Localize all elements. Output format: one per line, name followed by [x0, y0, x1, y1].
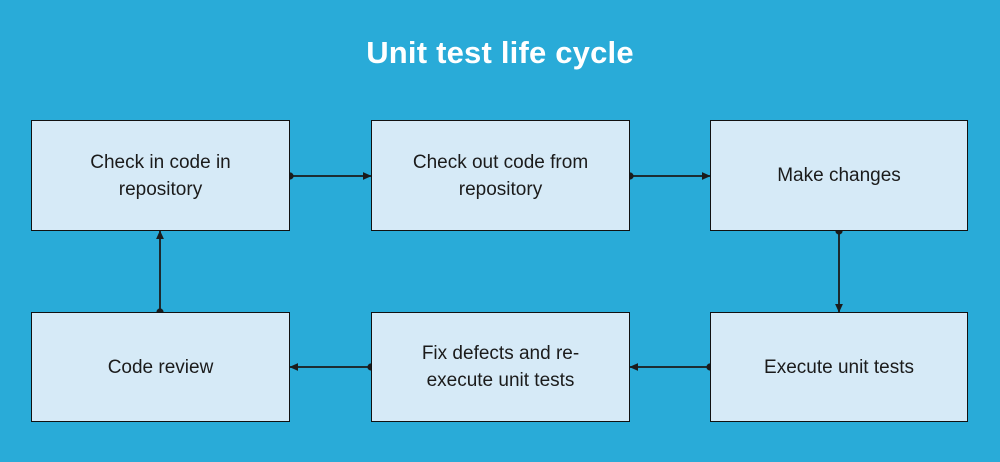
node-label: Fix defects and re- execute unit tests — [421, 343, 580, 391]
edge-executetests-to-fixdefects — [629, 363, 714, 371]
edge-checkin-to-checkout — [286, 172, 372, 180]
node-fix-defects-and-re-execute-unit-tests[interactable]: Fix defects and re- execute unit tests — [371, 312, 630, 422]
edge-makechanges-to-executetests — [835, 227, 843, 313]
node-label: Make changes — [777, 165, 901, 186]
node-label: Execute unit tests — [764, 356, 914, 378]
node-check-out-code-from-repository[interactable]: Check out code from repository — [371, 120, 630, 231]
node-code-review[interactable]: Code review — [31, 312, 290, 422]
edge-fixdefects-to-codereview — [289, 363, 375, 371]
node-make-changes[interactable]: Make changes — [710, 120, 968, 231]
edge-checkout-to-makechanges — [626, 172, 711, 180]
node-execute-unit-tests[interactable]: Execute unit tests — [710, 312, 968, 422]
node-label: Check out code from repository — [412, 151, 589, 200]
page-title: Unit test life cycle — [366, 35, 634, 70]
node-label: Code review — [107, 356, 214, 378]
edge-codereview-to-checkin — [156, 230, 164, 316]
node-label: Check in code in repository — [90, 151, 231, 200]
node-check-in-code-in-repository[interactable]: Check in code in repository — [31, 120, 290, 231]
